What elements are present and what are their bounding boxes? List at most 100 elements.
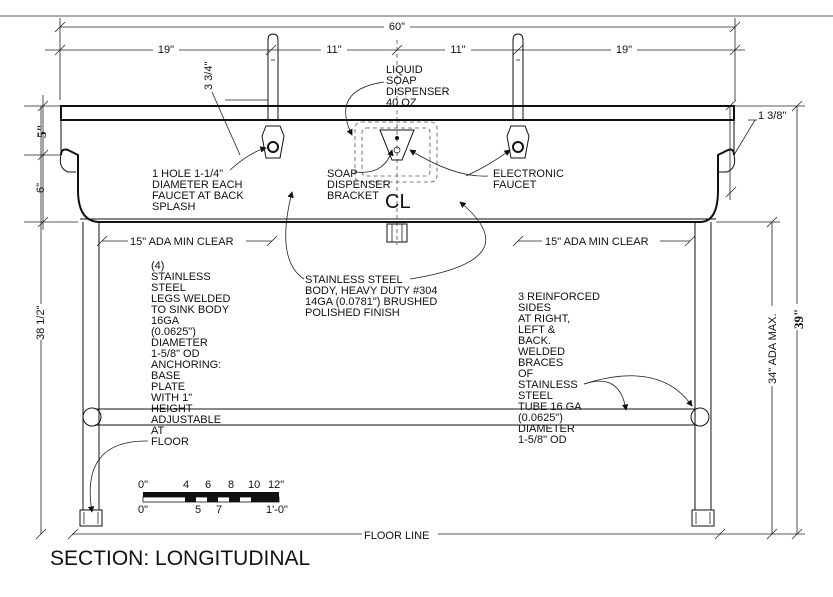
svg-text:(0.0625"): (0.0625") <box>518 412 563 424</box>
note-electronic-faucet: ELECTRONIC FAUCET <box>409 149 564 191</box>
svg-text:WITH 1": WITH 1" <box>151 392 192 404</box>
svg-text:SPLASH: SPLASH <box>152 201 195 213</box>
ada-clear-right-label: 15" ADA MIN CLEAR <box>545 236 649 248</box>
scale-bar: 0" 4 6 8 10 12" 0" 5 7 1'-0" <box>138 479 288 516</box>
svg-text:SIDES: SIDES <box>518 302 551 314</box>
svg-text:AT: AT <box>151 425 165 437</box>
scale-bottom-0: 0" <box>138 504 148 516</box>
dim-faucet-height: 3 3/4" <box>203 62 215 90</box>
scale-top-8: 8 <box>228 479 234 491</box>
right-leg <box>691 222 715 527</box>
svg-text:STAINLESS: STAINLESS <box>151 271 211 283</box>
svg-text:(0.0625"): (0.0625") <box>151 326 196 338</box>
dim-seg-center-right: 11" <box>450 44 465 56</box>
centerline-label: CL <box>385 191 411 213</box>
svg-text:14GA (0.0781") BRUSHED: 14GA (0.0781") BRUSHED <box>305 296 437 308</box>
svg-text:DIAMETER: DIAMETER <box>518 423 575 435</box>
scale-top-4: 4 <box>183 479 189 491</box>
soap-dispenser <box>354 121 438 183</box>
scale-bottom-1ft: 1'-0" <box>266 504 288 516</box>
ada-max-dimension: 34" ADA MAX. <box>716 216 780 540</box>
svg-text:BODY, HEAVY DUTY #304: BODY, HEAVY DUTY #304 <box>305 285 437 297</box>
svg-text:DISPENSER: DISPENSER <box>327 179 391 191</box>
svg-text:SOAP: SOAP <box>386 75 417 87</box>
svg-text:ADJUSTABLE: ADJUSTABLE <box>151 414 221 426</box>
dim-ada-max: 34" ADA MAX. <box>767 313 779 384</box>
svg-text:SOAP: SOAP <box>327 168 358 180</box>
svg-text:16GA: 16GA <box>151 315 180 327</box>
right-faucet <box>506 33 530 159</box>
ada-clear-left-label: 15" ADA MIN CLEAR <box>130 236 234 248</box>
svg-text:40 OZ: 40 OZ <box>386 97 417 109</box>
note-faucet-hole: 1 HOLE 1-1/4" DIAMETER EACH FAUCET AT BA… <box>152 146 267 213</box>
dim-overall-height: 38 1/2" <box>35 305 47 340</box>
svg-text:STEEL: STEEL <box>151 282 186 294</box>
svg-text:STEEL: STEEL <box>518 390 553 402</box>
rim-dimension: 1 3/8" <box>725 99 786 200</box>
svg-text:FAUCET AT BACK: FAUCET AT BACK <box>152 190 244 202</box>
dim-rim: 1 3/8" <box>758 110 786 122</box>
svg-text:STAINLESS STEEL: STAINLESS STEEL <box>305 274 403 286</box>
segment-dimensions: 19" 11" 11" 19" <box>45 40 745 245</box>
scale-bottom-7: 7 <box>216 504 222 516</box>
floor-line-label: FLOOR LINE <box>364 530 429 542</box>
cross-brace <box>82 407 710 427</box>
left-faucet <box>261 33 285 159</box>
svg-text:LEGS WELDED: LEGS WELDED <box>151 293 231 305</box>
svg-text:PLATE: PLATE <box>151 381 185 393</box>
svg-text:ANCHORING:: ANCHORING: <box>151 359 221 371</box>
svg-text:TUBE 16 GA: TUBE 16 GA <box>518 401 582 413</box>
sink-height-dimension: 39" <box>724 100 806 540</box>
scale-bottom-5: 5 <box>195 504 201 516</box>
svg-text:WELDED: WELDED <box>518 346 565 358</box>
drawing-title: SECTION: LONGITUDINAL <box>50 547 310 570</box>
dim-sink-height: 39" <box>791 309 806 329</box>
svg-text:BRACKET: BRACKET <box>327 190 379 202</box>
ada-clear-dimensions: 15" ADA MIN CLEAR 15" ADA MIN CLEAR <box>96 234 696 248</box>
svg-text:POLISHED FINISH: POLISHED FINISH <box>305 307 400 319</box>
svg-text:OF: OF <box>518 368 534 380</box>
faucet-height-dimension: 3 3/4" <box>203 62 268 156</box>
overall-height-dimension: 38 1/2" <box>32 106 48 540</box>
note-steel-body: STAINLESS STEEL BODY, HEAVY DUTY #304 14… <box>285 191 487 319</box>
scale-top-0: 0" <box>138 479 148 491</box>
left-vertical-dimensions: 5" 6" <box>24 95 78 230</box>
note-soap-bracket: SOAP DISPENSER BRACKET <box>327 149 394 202</box>
svg-text:LEFT &: LEFT & <box>518 324 556 336</box>
svg-text:DISPENSER: DISPENSER <box>386 86 450 98</box>
svg-text:BASE: BASE <box>151 370 180 382</box>
svg-text:1-5/8" OD: 1-5/8" OD <box>518 434 567 446</box>
svg-text:3 REINFORCED: 3 REINFORCED <box>518 291 600 303</box>
svg-text:DIAMETER: DIAMETER <box>151 337 208 349</box>
overall-width-label: 60" <box>389 21 405 33</box>
svg-text:BRACES: BRACES <box>518 357 563 369</box>
note-soap-dispenser: LIQUID SOAP DISPENSER 40 OZ <box>345 64 450 136</box>
left-leg <box>79 222 103 527</box>
centerline-symbol: CL <box>385 191 411 213</box>
overall-width-dimension: 60" <box>54 18 741 100</box>
svg-text:STAINLESS: STAINLESS <box>518 379 578 391</box>
svg-text:DIAMETER EACH: DIAMETER EACH <box>152 179 243 191</box>
dim-backsplash: 5" <box>34 124 49 138</box>
svg-text:ELECTRONIC: ELECTRONIC <box>493 168 564 180</box>
note-legs: (4) STAINLESS STEEL LEGS WELDED TO SINK … <box>87 260 231 513</box>
svg-text:FAUCET: FAUCET <box>493 179 537 191</box>
scale-top-10: 10 <box>248 479 260 491</box>
svg-text:TO SINK BODY: TO SINK BODY <box>151 304 230 316</box>
dim-seg-center-left: 11" <box>326 44 341 56</box>
dim-seg-left: 19" <box>158 44 174 56</box>
svg-text:BACK.: BACK. <box>518 335 551 347</box>
note-braces: 3 REINFORCED SIDES AT RIGHT, LEFT & BACK… <box>518 291 693 446</box>
svg-text:HEIGHT: HEIGHT <box>151 403 193 415</box>
svg-text:FLOOR: FLOOR <box>151 436 189 448</box>
scale-top-6: 6 <box>205 479 211 491</box>
scale-top-12: 12" <box>268 479 284 491</box>
floor-line: FLOOR LINE <box>67 528 726 542</box>
svg-text:1-5/8" OD: 1-5/8" OD <box>151 348 200 360</box>
svg-text:1 HOLE 1-1/4": 1 HOLE 1-1/4" <box>152 168 223 180</box>
svg-text:AT RIGHT,: AT RIGHT, <box>518 313 570 325</box>
svg-text:LIQUID: LIQUID <box>386 64 423 76</box>
svg-text:(4): (4) <box>151 260 164 272</box>
dim-seg-right: 19" <box>616 44 632 56</box>
